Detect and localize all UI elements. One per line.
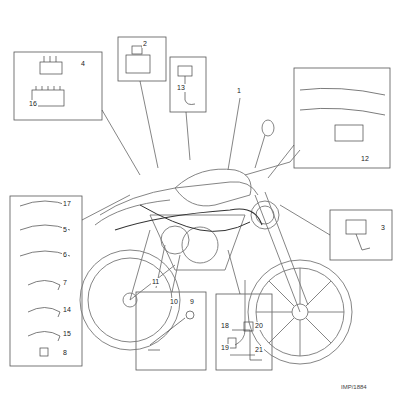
callout-number: 13 [176, 84, 186, 92]
leader-lines [82, 81, 330, 294]
inset-frame [136, 292, 206, 370]
inset-frame [216, 294, 272, 370]
inset-frame [118, 37, 166, 81]
callout-number: 7 [62, 279, 68, 287]
callout-number: 14 [62, 306, 72, 314]
inset-frame [14, 52, 102, 120]
callout-number: 18 [220, 322, 230, 330]
callout-number: 17 [62, 200, 72, 208]
drawing-code: IMP/1884 [340, 383, 368, 391]
callout-number: 8 [62, 349, 68, 357]
callout-number: 16 [28, 100, 38, 108]
callout-number: 1 [236, 87, 242, 95]
motorcycle [80, 120, 352, 364]
callout-number: 5 [62, 226, 68, 234]
inset-frame [330, 210, 392, 260]
callout-number: 12 [360, 155, 370, 163]
callout-number: 21 [254, 346, 264, 354]
part-sketches [20, 46, 385, 360]
callout-number: 20 [254, 322, 264, 330]
callout-number: 11 [151, 278, 160, 286]
callout-number: 19 [220, 344, 230, 352]
inset-frame [10, 196, 82, 366]
inset-frame [294, 68, 390, 168]
callout-number: 15 [62, 330, 72, 338]
callout-number: 9 [189, 298, 195, 306]
callout-number: 10 [169, 298, 179, 306]
callout-number: 6 [62, 251, 68, 259]
inset-frame [170, 57, 206, 112]
callout-number: 3 [380, 224, 386, 232]
callout-number: 2 [142, 40, 148, 48]
callout-number: 4 [80, 60, 86, 68]
